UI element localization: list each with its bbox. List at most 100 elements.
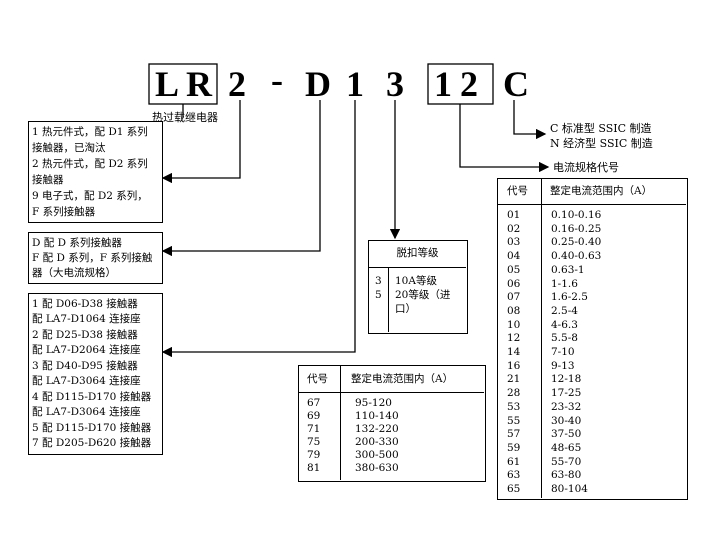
- type-line: F 配 D 系列，F 系列接触: [32, 252, 153, 264]
- bottom-cell-range: 110-140: [355, 410, 399, 422]
- arrow-frame: [161, 100, 356, 358]
- right-cell-code: 06: [507, 277, 521, 290]
- trip-desc: 口）: [395, 303, 416, 315]
- right-cell-code: 08: [507, 304, 521, 317]
- right-cell-code: 04: [507, 250, 521, 263]
- bottom-cell-code: 69: [307, 410, 321, 422]
- bottom-cell-code: 79: [307, 449, 321, 461]
- right-cell-range: 80-104: [551, 483, 588, 495]
- right-cell-code: 02: [507, 222, 521, 235]
- frame-line: 配 LA7-D3064 连接座: [32, 375, 141, 387]
- series-line: 9 电子式，配 D2 系列，: [32, 190, 148, 202]
- trip-header: 脱扣等级: [396, 247, 439, 259]
- bottom-cell-range: 95-120: [355, 397, 392, 409]
- label-relay: 热过载继电器: [152, 111, 218, 124]
- series-line: 1 热元件式，配 D1 系列: [32, 126, 148, 138]
- right-cell-code: 03: [507, 236, 521, 249]
- frame-line: 7 配 D205-D620 接触器: [32, 437, 152, 449]
- right-cell-code: 28: [507, 387, 521, 400]
- right-cell-range: 1.6-2.5: [551, 291, 588, 304]
- series-line: 2 热元件式，配 D2 系列: [32, 158, 148, 170]
- right-cell-range: 9-13: [551, 359, 575, 372]
- label-current-spec: 电流规格代号: [553, 161, 619, 174]
- bottom-cell-range: 200-330: [355, 436, 399, 448]
- code-char-3: 3: [386, 64, 404, 104]
- right-cell-range: 17-25: [551, 387, 582, 400]
- right-cell-range: 30-40: [551, 414, 582, 427]
- right-cell-code: 59: [507, 441, 521, 454]
- bottom-cell-range: 300-500: [355, 449, 399, 461]
- series-line: 接触器，已淘汰: [32, 142, 106, 154]
- arrow-type: [161, 100, 321, 257]
- right-cell-range: 7-10: [551, 346, 575, 358]
- right-cell-code: 01: [507, 209, 521, 221]
- code-char-d: D: [305, 64, 331, 104]
- arrow-series: [161, 100, 241, 184]
- arrow-options: [513, 100, 547, 140]
- right-cell-range: 12-18: [551, 373, 582, 386]
- right-cell-range: 0.16-0.25: [551, 222, 602, 235]
- right-cell-code: 55: [507, 414, 521, 427]
- right-divider-v: [541, 179, 542, 498]
- frame-line: 4 配 D115-D170 接触器: [32, 391, 152, 403]
- right-cell-range: 5.5-8: [551, 332, 578, 345]
- bottom-header-code: 代号: [307, 373, 328, 385]
- right-cell-code: 65: [507, 483, 521, 495]
- right-cell-range: 0.10-0.16: [551, 209, 602, 221]
- trip-divider-v: [388, 267, 389, 332]
- right-table: 代号 整定电流范围内（A） 01 0.10-0.16 02 0.16-0.25 03 0.…: [497, 178, 688, 500]
- right-cell-code: 61: [507, 455, 521, 468]
- right-cell-code: 07: [507, 291, 521, 304]
- bottom-cell-code: 81: [307, 462, 321, 474]
- frame-line: 配 LA7-D2064 连接座: [32, 344, 141, 356]
- bottom-table: 代号 整定电流范围内（A） 67 95-120 69 110-140 71 13…: [298, 365, 486, 482]
- right-cell-range: 0.40-0.63: [551, 250, 602, 263]
- series-box: 1 热元件式，配 D1 系列 接触器，已淘汰 2 热元件式，配 D2 系列 接触…: [28, 121, 163, 223]
- bottom-header-range: 整定电流范围内（A）: [351, 373, 454, 385]
- series-line: F 系列接触器: [32, 206, 96, 218]
- frame-line: 3 配 D40-D95 接触器: [32, 360, 138, 372]
- trip-table: 脱扣等级 3 5 10A等级 20等级（进 口）: [368, 240, 468, 334]
- right-cell-range: 23-32: [551, 400, 582, 413]
- right-cell-code: 63: [507, 469, 521, 482]
- trip-desc: 20等级（进: [395, 289, 451, 301]
- right-cell-range: 2.5-4: [551, 304, 578, 317]
- right-cell-code: 14: [507, 346, 521, 358]
- bottom-cell-code: 71: [307, 423, 321, 435]
- right-cell-range: 37-50: [551, 428, 582, 441]
- bottom-cell-code: 67: [307, 397, 321, 409]
- right-header-range: 整定电流范围内（A）: [550, 185, 653, 197]
- right-cell-range: 0.25-0.40: [551, 236, 602, 249]
- right-cell-code: 53: [507, 400, 521, 413]
- bottom-divider-h: [299, 392, 484, 393]
- right-cell-range: 48-65: [551, 441, 582, 454]
- right-cell-range: 63-80: [551, 469, 582, 482]
- code-char-2: 2: [228, 64, 246, 104]
- right-cell-code: 05: [507, 263, 521, 276]
- type-line: 器（大电流规格）: [32, 267, 116, 279]
- label-option-n: N 经济型 SSIC 制造: [550, 137, 653, 150]
- code-char-1b: 1: [434, 64, 452, 104]
- right-cell-code: 12: [507, 332, 521, 345]
- frame-line: 配 LA7-D3064 连接座: [32, 406, 141, 418]
- arrow-current: [459, 104, 550, 173]
- right-cell-range: 4-6.3: [551, 318, 578, 331]
- frame-line: 1 配 D06-D38 接触器: [32, 298, 138, 310]
- right-header-code: 代号: [507, 185, 528, 197]
- type-line: D 配 D 系列接触器: [32, 237, 122, 249]
- bottom-divider-v: [340, 366, 341, 480]
- frame-line: 5 配 D115-D170 接触器: [32, 422, 152, 434]
- code-char-c: C: [503, 64, 529, 104]
- bottom-cell-range: 380-630: [355, 462, 399, 474]
- trip-divider-h: [369, 267, 466, 268]
- trip-code: 3: [375, 275, 382, 287]
- right-cell-code: 21: [507, 373, 521, 386]
- frame-box: 1 配 D06-D38 接触器 配 LA7-D1064 连接座 2 配 D25-…: [28, 293, 163, 455]
- code-char-r: R: [186, 64, 212, 104]
- trip-code: 5: [375, 289, 382, 301]
- code-char-2b: 2: [460, 64, 478, 104]
- series-line: 接触器: [32, 174, 64, 186]
- right-cell-code: 57: [507, 428, 521, 441]
- bottom-cell-range: 132-220: [355, 423, 399, 435]
- code-char-dash: -: [271, 60, 283, 100]
